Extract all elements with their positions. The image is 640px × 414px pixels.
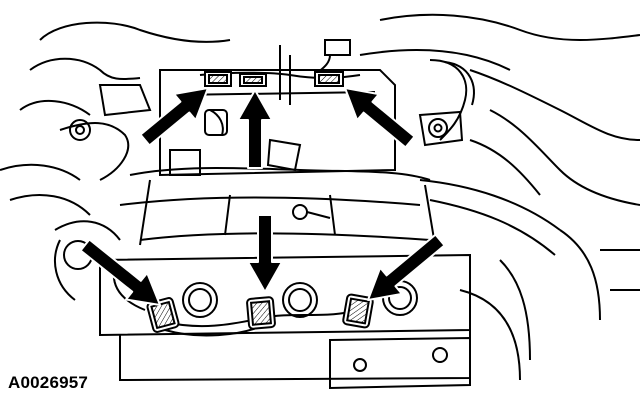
- cylinder-head-lower: [54, 239, 471, 390]
- spark-plug-wells: [182, 280, 418, 318]
- upper-connectors: [204, 71, 344, 87]
- callout-arrow-lower-connector-left: [79, 238, 161, 306]
- callout-arrow-upper-connector-right: [344, 87, 416, 149]
- callout-arrow-lower-connector-right: [367, 233, 446, 301]
- callout-arrow-lower-connector-center: [247, 214, 283, 293]
- figure-reference-code: A0026957: [8, 373, 89, 392]
- callout-arrow-upper-connector-left: [139, 87, 209, 147]
- background-hoses-right: [359, 13, 640, 381]
- background-hoses-left: [0, 21, 231, 241]
- lower-connector-center: [246, 296, 276, 330]
- intake-manifold-body: [119, 39, 436, 246]
- callout-arrows: [79, 87, 446, 306]
- lower-connector-right: [342, 293, 374, 329]
- callout-arrow-upper-connector-center: [237, 89, 273, 169]
